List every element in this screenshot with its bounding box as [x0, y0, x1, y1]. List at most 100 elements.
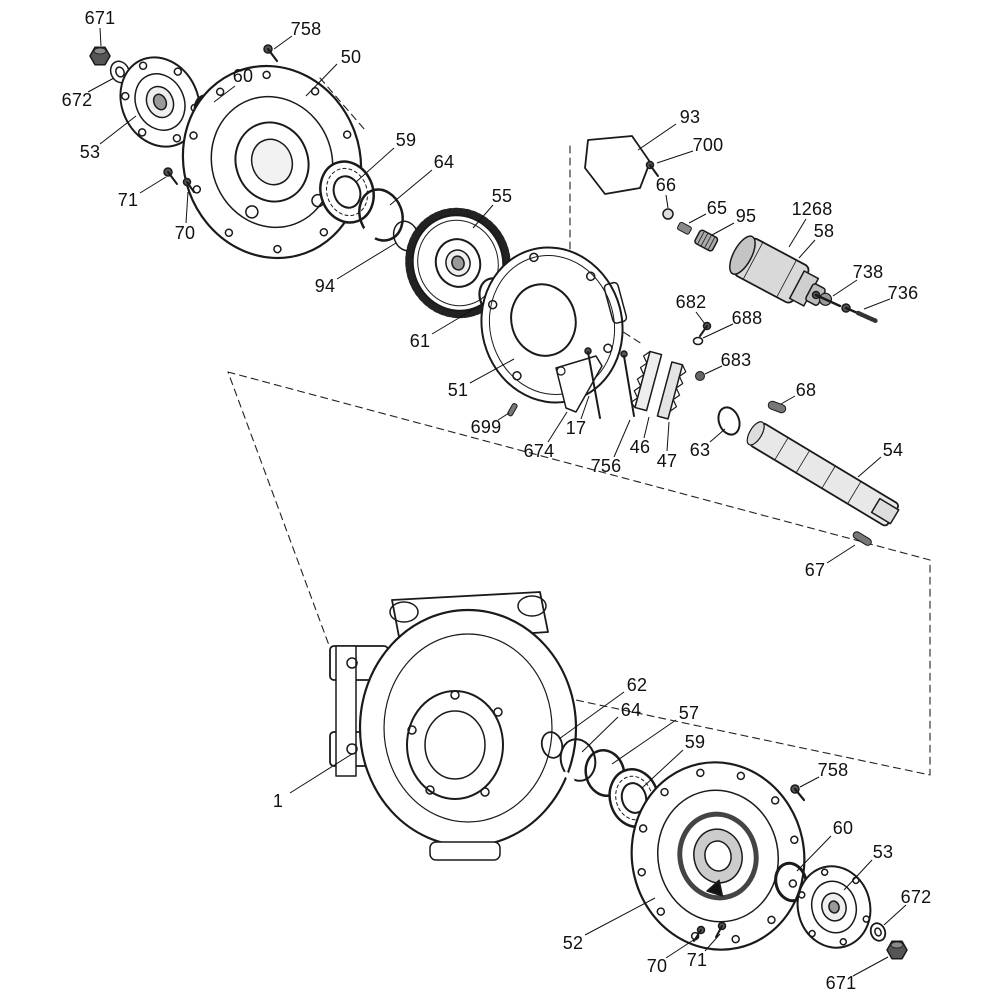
part-spacer-66	[662, 208, 674, 220]
part-screw-738	[811, 290, 842, 308]
part-label-672-bot: 672	[900, 887, 932, 907]
leader-line-671-bot	[852, 956, 889, 977]
part-key-68	[767, 400, 787, 414]
leader-line-65	[688, 213, 707, 224]
part-label-63: 63	[689, 440, 711, 460]
leader-line-63	[709, 428, 726, 443]
part-bolt-758-top	[263, 44, 279, 63]
part-label-758-bot: 758	[817, 760, 849, 780]
part-label-688: 688	[731, 308, 763, 328]
part-label-71-top: 71	[117, 190, 139, 210]
part-label-671-bot: 671	[825, 973, 857, 993]
part-label-674: 674	[523, 441, 555, 461]
part-label-54: 54	[882, 440, 904, 460]
part-nut-683	[695, 371, 705, 381]
leader-line-738	[832, 279, 858, 297]
leader-line-672-bot	[883, 904, 907, 926]
leader-line-70-top	[185, 191, 189, 224]
leader-line-58	[798, 239, 816, 259]
leader-line-60-bot	[796, 835, 832, 872]
part-washer-688	[692, 336, 704, 346]
part-label-17: 17	[565, 418, 587, 438]
leader-line-53-top	[99, 115, 137, 145]
part-label-671-top: 671	[84, 8, 116, 28]
leader-line-683	[704, 365, 723, 375]
part-bolt-758-bot	[790, 784, 806, 802]
part-gasket-93	[584, 135, 651, 195]
part-label-93: 93	[679, 107, 701, 127]
leader-line-66	[665, 194, 669, 209]
part-cover-52	[630, 761, 806, 951]
leader-line-17	[580, 395, 590, 420]
leader-line-62	[558, 691, 625, 740]
part-label-60-bot: 60	[832, 818, 854, 838]
part-nut-671-top	[89, 46, 111, 66]
part-pin-65	[677, 221, 692, 235]
part-label-64-bot: 64	[620, 700, 642, 720]
leader-line-674	[547, 411, 568, 443]
part-label-68: 68	[795, 380, 817, 400]
part-cover-50	[181, 64, 363, 260]
part-label-53-top: 53	[79, 142, 101, 162]
part-label-59-bot: 59	[684, 732, 706, 752]
part-label-71-bot: 71	[686, 950, 708, 970]
part-label-52: 52	[562, 933, 584, 953]
leader-line-682	[695, 311, 706, 325]
part-hub-53-bot	[796, 865, 872, 949]
part-label-683: 683	[720, 350, 752, 370]
part-washer-672-bot	[869, 922, 887, 942]
leader-line-68	[780, 395, 796, 405]
leader-line-59-bot	[641, 749, 684, 789]
leader-line-57	[611, 719, 677, 765]
part-housing-1	[329, 591, 578, 861]
part-shaft-54	[746, 421, 900, 527]
part-label-1: 1	[272, 791, 284, 811]
part-label-61: 61	[409, 331, 431, 351]
part-coupler-95	[694, 229, 719, 252]
leader-line-93	[637, 123, 677, 151]
part-label-672-top: 672	[61, 90, 93, 110]
leader-line-59-top	[355, 147, 395, 183]
leader-line-758-top	[273, 35, 293, 50]
part-label-58: 58	[813, 221, 835, 241]
leader-line-95	[711, 222, 735, 236]
part-label-46: 46	[629, 437, 651, 457]
leader-line-46	[643, 416, 650, 439]
leader-line-60-top	[213, 85, 236, 103]
part-label-47: 47	[656, 451, 678, 471]
leader-line-758-bot	[799, 776, 820, 788]
part-snap-ring-64-top	[358, 188, 404, 242]
leader-line-1268	[788, 218, 807, 248]
part-bolt-700	[645, 160, 659, 177]
leader-line-55	[472, 204, 494, 229]
leader-line-70-bot	[665, 936, 699, 959]
part-bolt-71-bot	[715, 921, 727, 938]
part-ring-63	[717, 406, 741, 436]
part-label-95: 95	[735, 206, 757, 226]
part-bolt-70-top	[182, 177, 195, 193]
part-snap-ring-64-bot	[559, 738, 597, 783]
part-label-682: 682	[675, 292, 707, 312]
leader-line-672-top	[87, 77, 115, 93]
leader-line-51	[469, 358, 515, 384]
leader-line-1	[289, 753, 353, 794]
part-rod-17	[584, 347, 601, 419]
part-screw-736	[841, 303, 879, 324]
part-label-65: 65	[706, 198, 728, 218]
part-ring-62	[540, 731, 564, 759]
part-label-699: 699	[470, 417, 502, 437]
section-plane	[227, 371, 931, 776]
part-label-62: 62	[626, 675, 648, 695]
part-label-1268: 1268	[791, 199, 833, 219]
leader-line-71-top	[139, 176, 167, 194]
leader-line-52	[584, 897, 656, 936]
part-label-70-bot: 70	[646, 956, 668, 976]
leader-line-67	[826, 544, 856, 564]
leader-line-700	[656, 150, 694, 164]
part-nut-671-bot	[886, 940, 908, 960]
leader-line-94	[336, 242, 397, 280]
part-label-738: 738	[852, 262, 884, 282]
